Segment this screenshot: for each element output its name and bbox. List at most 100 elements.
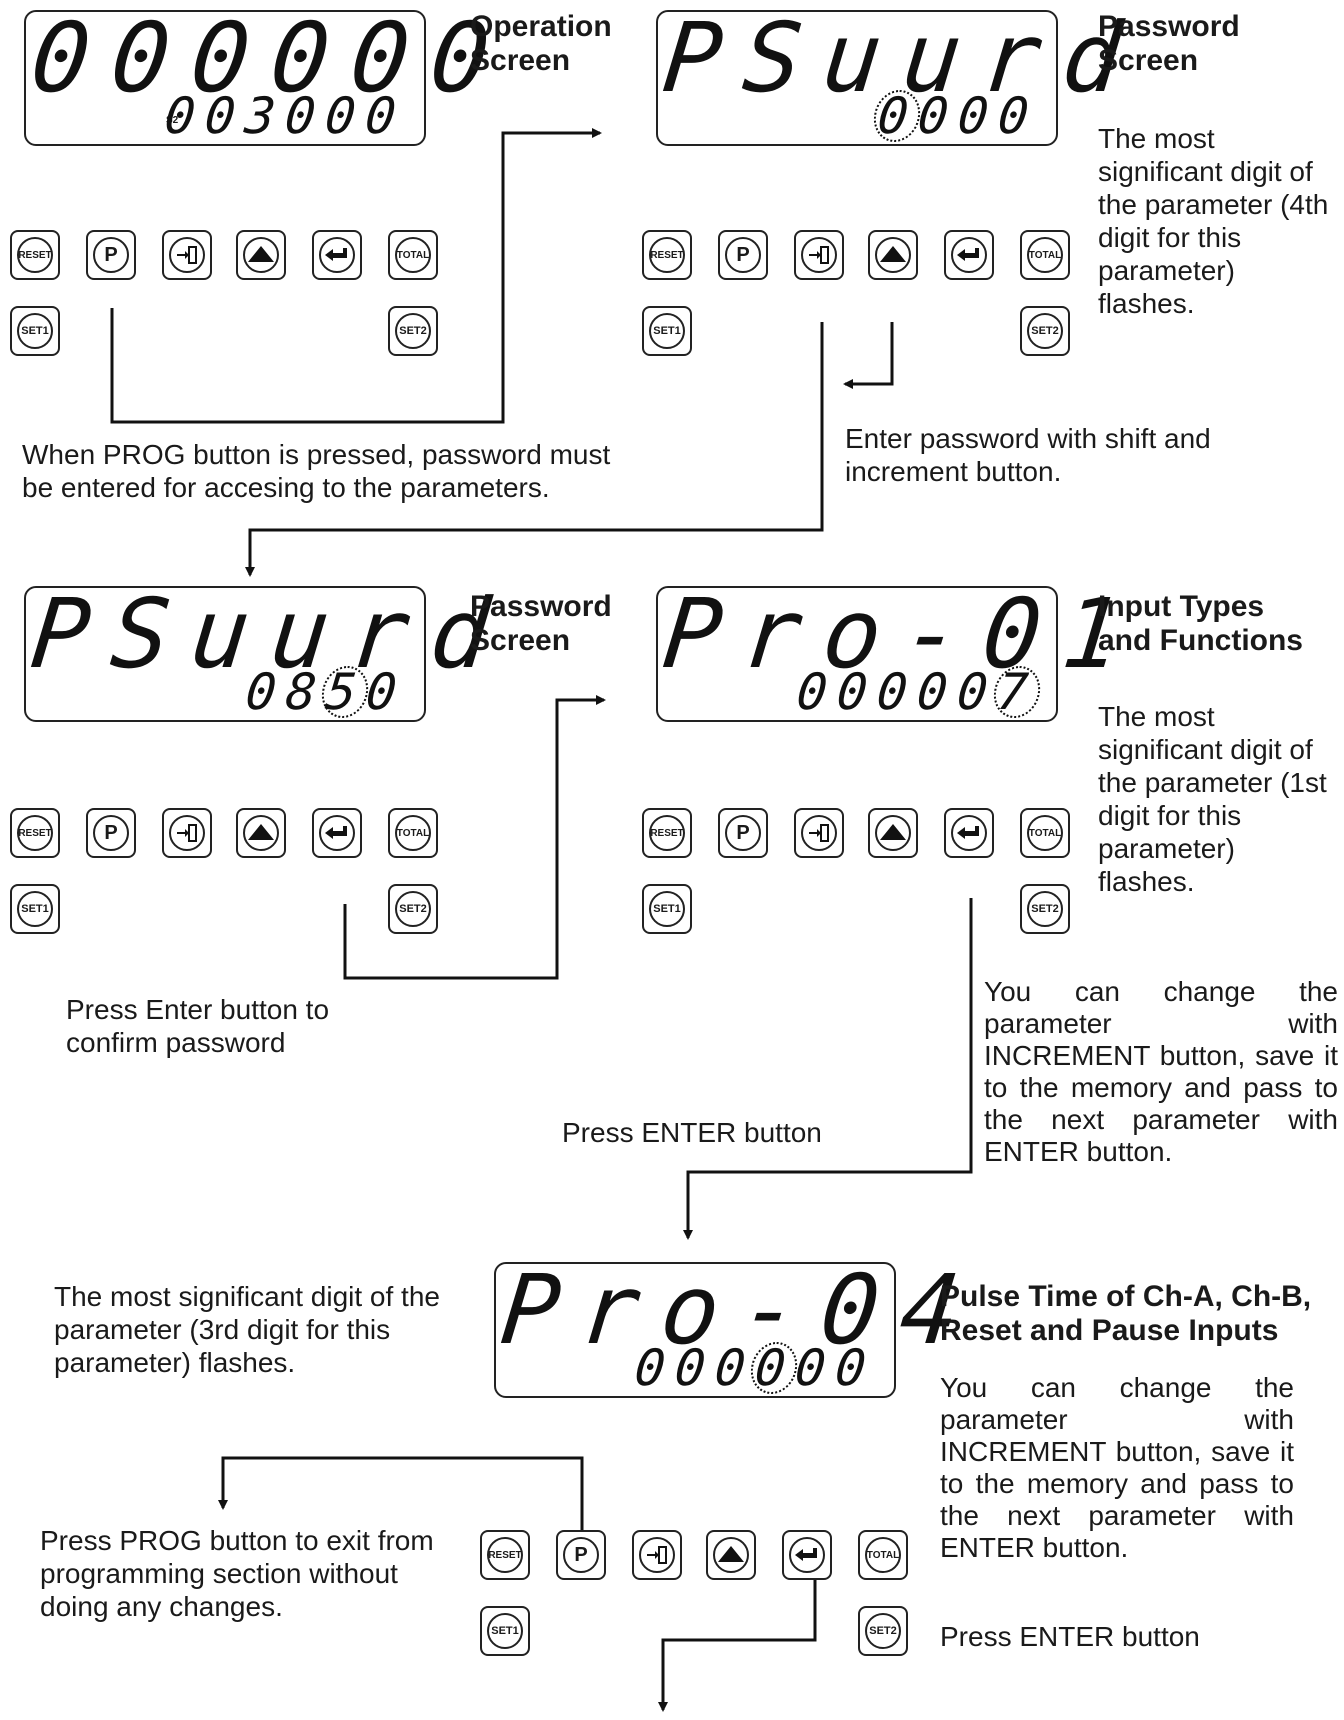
set2-button[interactable]: SET2: [1020, 306, 1070, 356]
shift-button[interactable]: [632, 1530, 682, 1580]
flashing-digit: 0: [752, 1339, 799, 1397]
increment-triangle-icon: [875, 237, 911, 273]
enter-arrow-icon: [951, 237, 987, 273]
display-bottom-pre: 000: [632, 1339, 759, 1397]
pro01-display: Pro-01 000007: [656, 578, 1149, 722]
increment-button[interactable]: [868, 230, 918, 280]
enter-button[interactable]: [312, 230, 362, 280]
set2-label: SET2: [865, 1613, 901, 1649]
set1-button[interactable]: SET1: [480, 1606, 530, 1656]
increment-button[interactable]: [868, 808, 918, 858]
reset-label: RESET: [17, 237, 53, 273]
prog-label: P: [725, 815, 761, 851]
total-button[interactable]: TOTAL: [1020, 808, 1070, 858]
total-label: TOTAL: [395, 237, 431, 273]
increment-triangle-icon: [243, 815, 279, 851]
total-button[interactable]: TOTAL: [388, 808, 438, 858]
reset-label: RESET: [649, 815, 685, 851]
flashing-digit: 7: [994, 663, 1042, 721]
note-press-enter-mid: Press ENTER button: [562, 1117, 822, 1148]
reset-button[interactable]: RESET: [642, 808, 692, 858]
reset-label: RESET: [487, 1537, 523, 1573]
password-screen-display-1: PSuurd 0000: [656, 2, 1149, 146]
note-enter-password: Enter password with shift and increment …: [845, 423, 1211, 487]
total-button[interactable]: TOTAL: [388, 230, 438, 280]
prog-label: P: [725, 237, 761, 273]
enter-arrow-icon: [319, 815, 355, 851]
set2-button[interactable]: SET2: [388, 306, 438, 356]
set1-button[interactable]: SET1: [10, 884, 60, 934]
display-bottom-post: 00: [792, 1339, 880, 1397]
reset-button[interactable]: RESET: [10, 230, 60, 280]
increment-button[interactable]: [236, 230, 286, 280]
input-types-title: Input Types and Functions: [1098, 590, 1303, 657]
password-screen-desc: The most significant digit of the parame…: [1098, 123, 1329, 319]
enter-button[interactable]: [944, 808, 994, 858]
total-button[interactable]: TOTAL: [858, 1530, 908, 1580]
shift-icon: [169, 237, 205, 273]
display-bottom-line: 0000: [874, 87, 1042, 145]
display-bottom-pre: 08: [242, 663, 329, 721]
increment-button[interactable]: [236, 808, 286, 858]
display-bottom-pre: 00000: [794, 663, 1001, 721]
increment-triangle-icon: [243, 237, 279, 273]
operation-screen-display: 000000 S2 003000: [24, 2, 517, 146]
arrow-prog-exit: [218, 1456, 584, 1530]
flashing-digit: 0: [874, 87, 921, 145]
pro04-left-desc: The most significant digit of the parame…: [54, 1281, 440, 1378]
prog-button[interactable]: P: [86, 230, 136, 280]
password-screen-display-2: PSuurd 0850: [24, 578, 517, 722]
set1-button[interactable]: SET1: [10, 306, 60, 356]
prog-button[interactable]: P: [86, 808, 136, 858]
prog-label: P: [563, 1537, 599, 1573]
set1-button[interactable]: SET1: [642, 884, 692, 934]
shift-button[interactable]: [162, 230, 212, 280]
pulse-time-title: Pulse Time of Ch-A, Ch-B, Reset and Paus…: [940, 1280, 1312, 1347]
shift-button[interactable]: [794, 230, 844, 280]
display-bottom-rest: 000: [914, 87, 1042, 145]
enter-button[interactable]: [312, 808, 362, 858]
note-change-parameter: You can change the parameter with INCREM…: [984, 976, 1338, 1167]
enter-arrow-icon: [951, 815, 987, 851]
reset-button[interactable]: RESET: [642, 230, 692, 280]
display-bottom-line: 003000: [162, 87, 410, 145]
shift-button[interactable]: [794, 808, 844, 858]
reset-button[interactable]: RESET: [480, 1530, 530, 1580]
total-label: TOTAL: [1027, 815, 1063, 851]
prog-label: P: [93, 815, 129, 851]
set2-label: SET2: [1027, 891, 1063, 927]
arrow-enter-to-pro01: [343, 695, 606, 980]
total-button[interactable]: TOTAL: [1020, 230, 1070, 280]
prog-button[interactable]: P: [718, 808, 768, 858]
password-screen-title-2: Password Screen: [470, 590, 612, 657]
set1-label: SET1: [487, 1613, 523, 1649]
reset-button[interactable]: RESET: [10, 808, 60, 858]
operation-screen-title: Operation Screen: [470, 10, 612, 77]
total-label: TOTAL: [395, 815, 431, 851]
increment-button[interactable]: [706, 1530, 756, 1580]
shift-icon: [801, 815, 837, 851]
pro04-display: Pro-04 000000: [494, 1254, 987, 1398]
shift-icon: [639, 1537, 675, 1573]
set1-label: SET1: [649, 891, 685, 927]
display-bottom-line: 000000: [632, 1339, 879, 1397]
password-screen-title-1: Password Screen: [1098, 10, 1240, 77]
shift-button[interactable]: [162, 808, 212, 858]
arrow-increment-left: [843, 322, 894, 389]
set2-label: SET2: [395, 891, 431, 927]
prog-button[interactable]: P: [556, 1530, 606, 1580]
set2-button[interactable]: SET2: [858, 1606, 908, 1656]
enter-arrow-icon: [789, 1537, 825, 1573]
enter-button[interactable]: [944, 230, 994, 280]
set1-button[interactable]: SET1: [642, 306, 692, 356]
prog-label: P: [93, 237, 129, 273]
prog-button[interactable]: P: [718, 230, 768, 280]
note-press-prog-exit: Press PROG button to exit from programmi…: [40, 1525, 434, 1622]
set2-button[interactable]: SET2: [388, 884, 438, 934]
enter-button[interactable]: [782, 1530, 832, 1580]
display-bottom-line: 000007: [794, 663, 1042, 721]
note-press-enter-confirm: Press Enter button to confirm password: [66, 994, 330, 1058]
set1-label: SET1: [17, 891, 53, 927]
set2-button[interactable]: SET2: [1020, 884, 1070, 934]
total-label: TOTAL: [1027, 237, 1063, 273]
